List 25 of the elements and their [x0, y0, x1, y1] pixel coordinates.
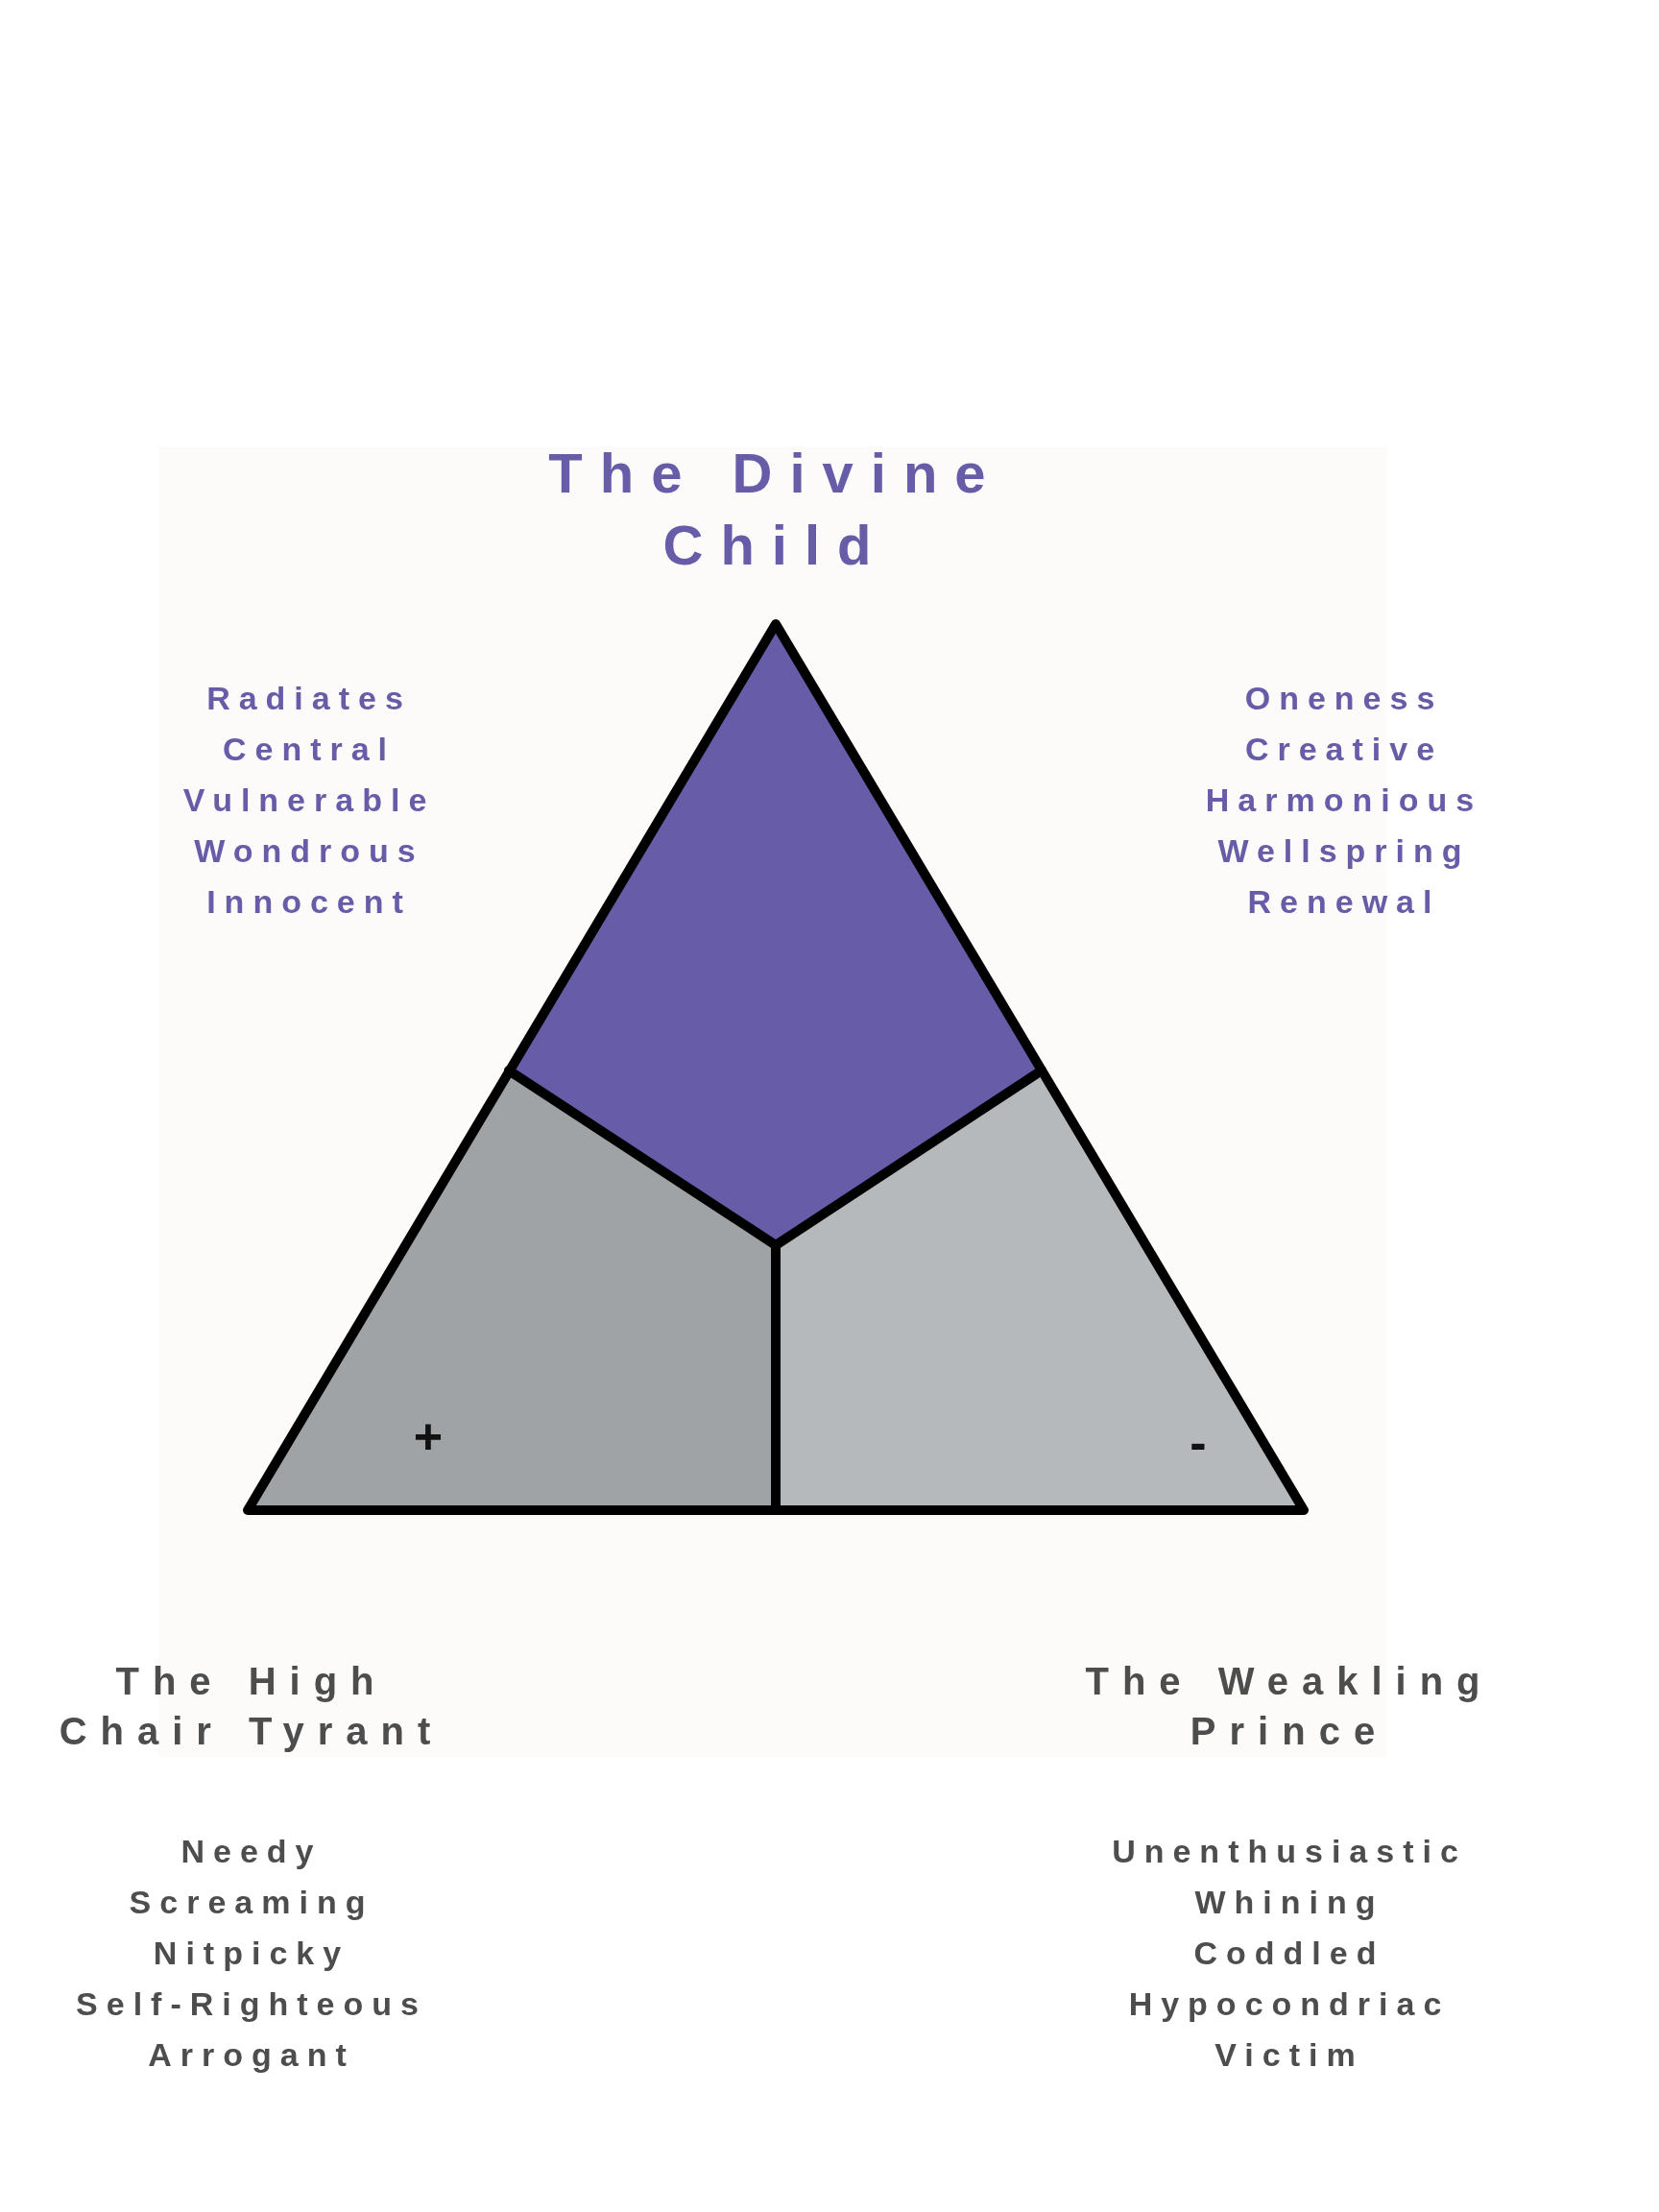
trait-word: Wellspring [1217, 830, 1471, 871]
trait-word: Vulnerable [182, 780, 436, 820]
trait-word: Arrogant [148, 2034, 355, 2075]
trait-word: Oneness [1244, 678, 1444, 718]
trait-word: Coddled [1193, 1933, 1385, 1973]
title: The Divine Child [547, 440, 1004, 578]
trait-word: Unenthusiastic [1112, 1831, 1467, 1871]
trait-word: Self-Righteous [76, 1984, 427, 2024]
minus-sign: - [1190, 1413, 1207, 1473]
trait-word: Hypocondriac [1128, 1984, 1451, 2024]
trait-word: Victim [1214, 2034, 1364, 2075]
trait-word: Nitpicky [153, 1933, 350, 1973]
trait-word: Wondrous [194, 830, 424, 871]
trait-word: Whining [1194, 1882, 1384, 1922]
archetype-heading: The High Chair Tyrant [58, 1659, 445, 1754]
trait-word: Radiates [206, 678, 412, 718]
trait-word: Central [222, 729, 397, 769]
trait-word: Harmonious [1205, 780, 1483, 820]
trait-word: Needy [180, 1831, 323, 1871]
trait-word: Innocent [206, 881, 412, 922]
plus-sign: + [413, 1407, 444, 1467]
trait-word: Screaming [129, 1882, 374, 1922]
trait-word: Renewal [1247, 881, 1441, 922]
trait-word: Creative [1244, 729, 1444, 769]
archetype-heading: The Weakling Prince [1084, 1659, 1495, 1754]
